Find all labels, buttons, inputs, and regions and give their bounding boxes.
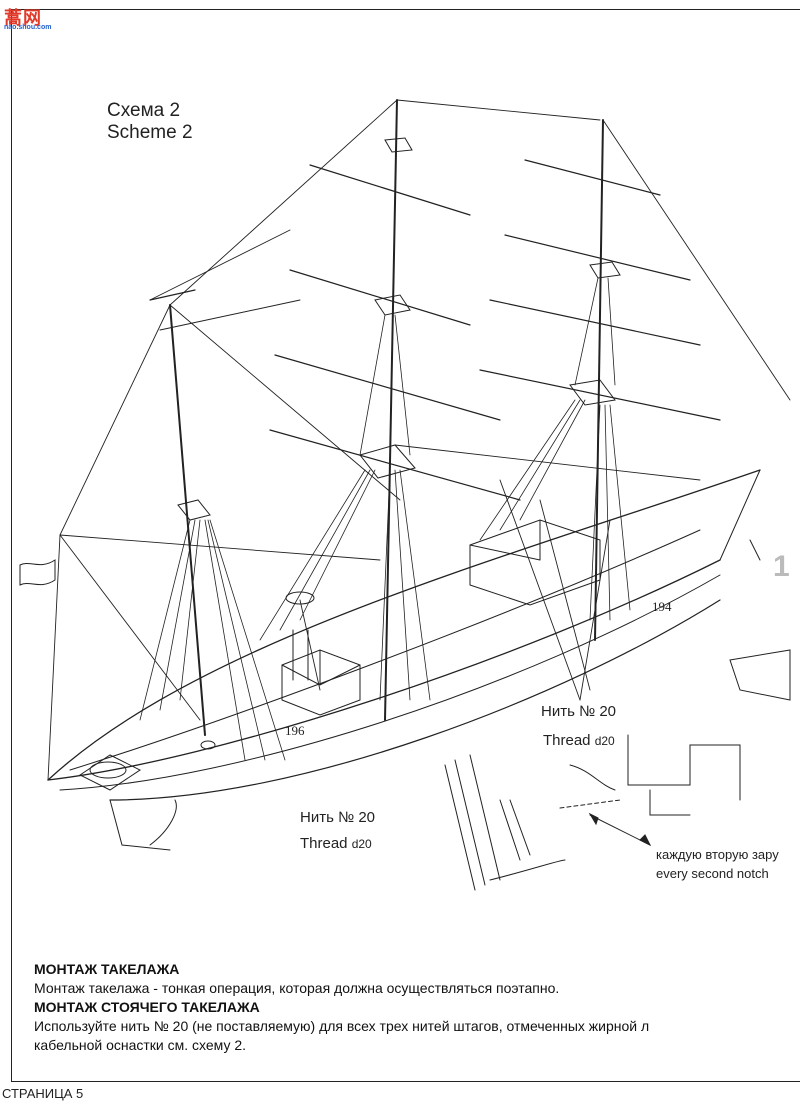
- hull: [47, 469, 761, 851]
- page-frame: [11, 9, 800, 1082]
- thread-label-top-en-text: Thread: [543, 732, 591, 749]
- notch-note-ru: каждую вторую зару: [656, 847, 779, 862]
- heading-standing-rigging: МОНТАЖ СТОЯЧЕГО ТАКЕЛАЖА: [34, 999, 260, 1015]
- scheme-title-ru: Схема 2: [107, 100, 181, 121]
- heading-rigging-assembly: МОНТАЖ ТАКЕЛАЖА: [34, 961, 180, 977]
- thread-label-top-ru: Нить № 20: [541, 703, 617, 720]
- thread-label-bottom-ru: Нить № 20: [300, 809, 376, 826]
- shrouds: [139, 277, 631, 761]
- detail-stitching: [559, 734, 741, 847]
- part-number-edge: 1: [773, 550, 790, 583]
- mast-tops: [177, 137, 621, 521]
- watermark-logo: 蒿网 nao.shou.com: [4, 4, 70, 38]
- deck-structures: [79, 519, 601, 791]
- scheme-title: Схема 2 Scheme 2: [107, 100, 193, 144]
- yards: [149, 159, 721, 501]
- watermark-url: nao.shou.com: [4, 24, 52, 31]
- part-number-194: 194: [652, 599, 672, 614]
- flag: [19, 559, 56, 586]
- detail-pin: [444, 754, 566, 891]
- paragraph-standing-rigging-line1: Используйте нить № 20 (не поставляемую) …: [34, 1018, 650, 1034]
- ship-rigging-drawing: [19, 99, 791, 891]
- thread-label-top-size: d20: [594, 734, 615, 748]
- watermark-logo-text: 蒿网: [4, 8, 42, 29]
- paragraph-standing-rigging-line2: кабельной оснастки см. схему 2.: [34, 1037, 247, 1053]
- stays: [47, 99, 791, 781]
- thread-label-bottom-en-text: Thread: [300, 835, 348, 852]
- thread-label-top-en: Thread d20: [543, 732, 615, 749]
- thread-label-bottom-size: d20: [351, 837, 372, 851]
- notch-note-en: every second notch: [656, 866, 769, 881]
- edge-parts: [729, 539, 791, 701]
- part-number-196: 196: [285, 723, 305, 738]
- page-number: СТРАНИЦА 5: [2, 1086, 84, 1101]
- paragraph-rigging-assembly: Монтаж такелажа - тонкая операция, котор…: [34, 980, 560, 996]
- scheme-title-en: Scheme 2: [107, 122, 193, 143]
- thread-label-bottom-en: Thread d20: [300, 835, 372, 852]
- instructions-text: МОНТАЖ ТАКЕЛАЖА Монтаж такелажа - тонкая…: [34, 960, 800, 1055]
